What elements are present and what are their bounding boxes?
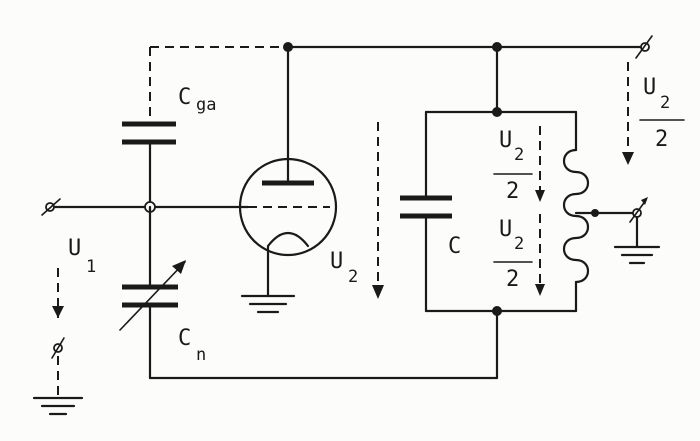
top-rail	[149, 42, 647, 118]
label-u2-half-right-num-sub: 2	[660, 93, 670, 113]
label-u2-half-top-num: U	[499, 128, 512, 153]
output-terminal-top	[635, 35, 653, 59]
label-u2-half-bot-num-sub: 2	[514, 234, 524, 254]
u1-arrow	[32, 268, 84, 416]
label-c: C	[448, 234, 461, 259]
capacitor-cn	[119, 205, 186, 380]
label-u2-half-bot-num: U	[499, 217, 512, 242]
tank-circuit	[424, 45, 578, 313]
capacitor-cga	[122, 121, 176, 209]
input-line	[41, 198, 250, 216]
label-cn-sub: n	[196, 345, 206, 365]
ground-cathode	[240, 294, 296, 314]
label-u2: U	[330, 249, 343, 274]
label-u2-half-right-den: 2	[655, 127, 668, 152]
u2-half-arrows-tank	[535, 126, 545, 296]
u2-half-arrow-right	[622, 62, 634, 165]
label-cn: C	[178, 326, 191, 351]
label-u2-half-top-num-sub: 2	[514, 145, 524, 165]
label-cga: C	[178, 85, 191, 110]
inductor-coil	[562, 110, 642, 313]
u2-arrow	[372, 122, 384, 299]
bottom-rail	[148, 306, 502, 380]
label-u2-half-bot-den: 2	[506, 267, 519, 292]
label-u2-half-top-den: 2	[506, 179, 519, 204]
label-u2-sub: 2	[348, 267, 358, 287]
capacitor-c	[400, 195, 452, 219]
triode-tube	[238, 45, 338, 298]
label-cga-sub: ga	[196, 95, 216, 115]
fraction-bars	[493, 119, 685, 263]
label-u2-half-right-num: U	[643, 75, 656, 100]
ground-centre-tap	[613, 197, 661, 265]
label-u1-sub: 1	[86, 257, 96, 277]
label-u1: U	[68, 236, 81, 261]
